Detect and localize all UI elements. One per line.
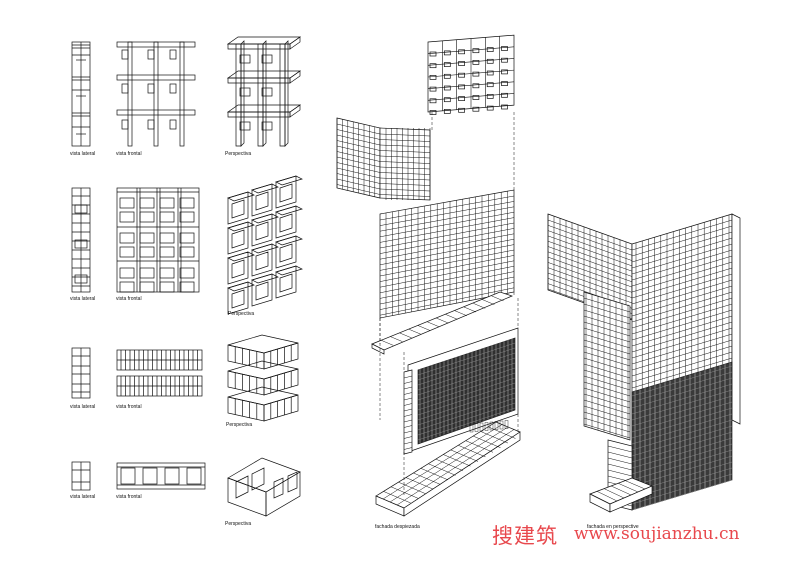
row2-lateral-view — [71, 187, 91, 293]
exploded-side-wing — [336, 117, 431, 201]
row4-perspective-view — [227, 457, 301, 517]
row3-frontal-label: vista frontal — [116, 404, 142, 410]
row1-frontal-view — [116, 41, 196, 147]
row3-perspective-label: Perspectiva — [226, 422, 253, 428]
exploded-dense-panel — [403, 327, 519, 455]
row3-frontal-view — [116, 349, 203, 397]
row2-lateral-label: vista lateral — [70, 296, 96, 302]
assembled-facade-label: fachada en perspective — [587, 524, 639, 530]
row1-lateral-label: vista lateral — [70, 151, 96, 157]
row2-frontal-label: vista frontal — [116, 296, 142, 302]
exploded-base — [375, 420, 521, 517]
row4-frontal-view — [116, 462, 206, 490]
row2-frontal-view — [116, 187, 200, 293]
assembled-left-column — [583, 291, 631, 441]
assembled-base — [589, 477, 653, 513]
exploded-dashed-guides — [379, 112, 519, 496]
exploded-upper-facade — [379, 189, 515, 319]
row1-perspective-view — [226, 36, 302, 147]
row4-perspective-label: Perspectiva — [225, 521, 252, 527]
row3-lateral-view — [71, 347, 91, 399]
row2-perspective-view — [227, 175, 303, 315]
row4-lateral-view — [71, 461, 91, 491]
watermark-chinese: 搜建筑 — [492, 524, 558, 548]
watermark-url: www.soujianzhu.cn — [574, 524, 740, 544]
row4-frontal-label: vista frontal — [116, 494, 142, 500]
row4-lateral-label: vista lateral — [70, 494, 96, 500]
row2-perspective-label: Perspectiva — [228, 311, 255, 317]
exploded-top-grid — [427, 34, 515, 115]
row3-lateral-label: vista lateral — [70, 404, 96, 410]
row1-lateral-view — [71, 41, 91, 147]
exploded-facade-label: fachada despiezada — [375, 524, 420, 530]
row1-perspective-label: Perspectiva — [225, 151, 252, 157]
row3-perspective-view — [227, 334, 299, 422]
row1-frontal-label: vista frontal — [116, 151, 142, 157]
